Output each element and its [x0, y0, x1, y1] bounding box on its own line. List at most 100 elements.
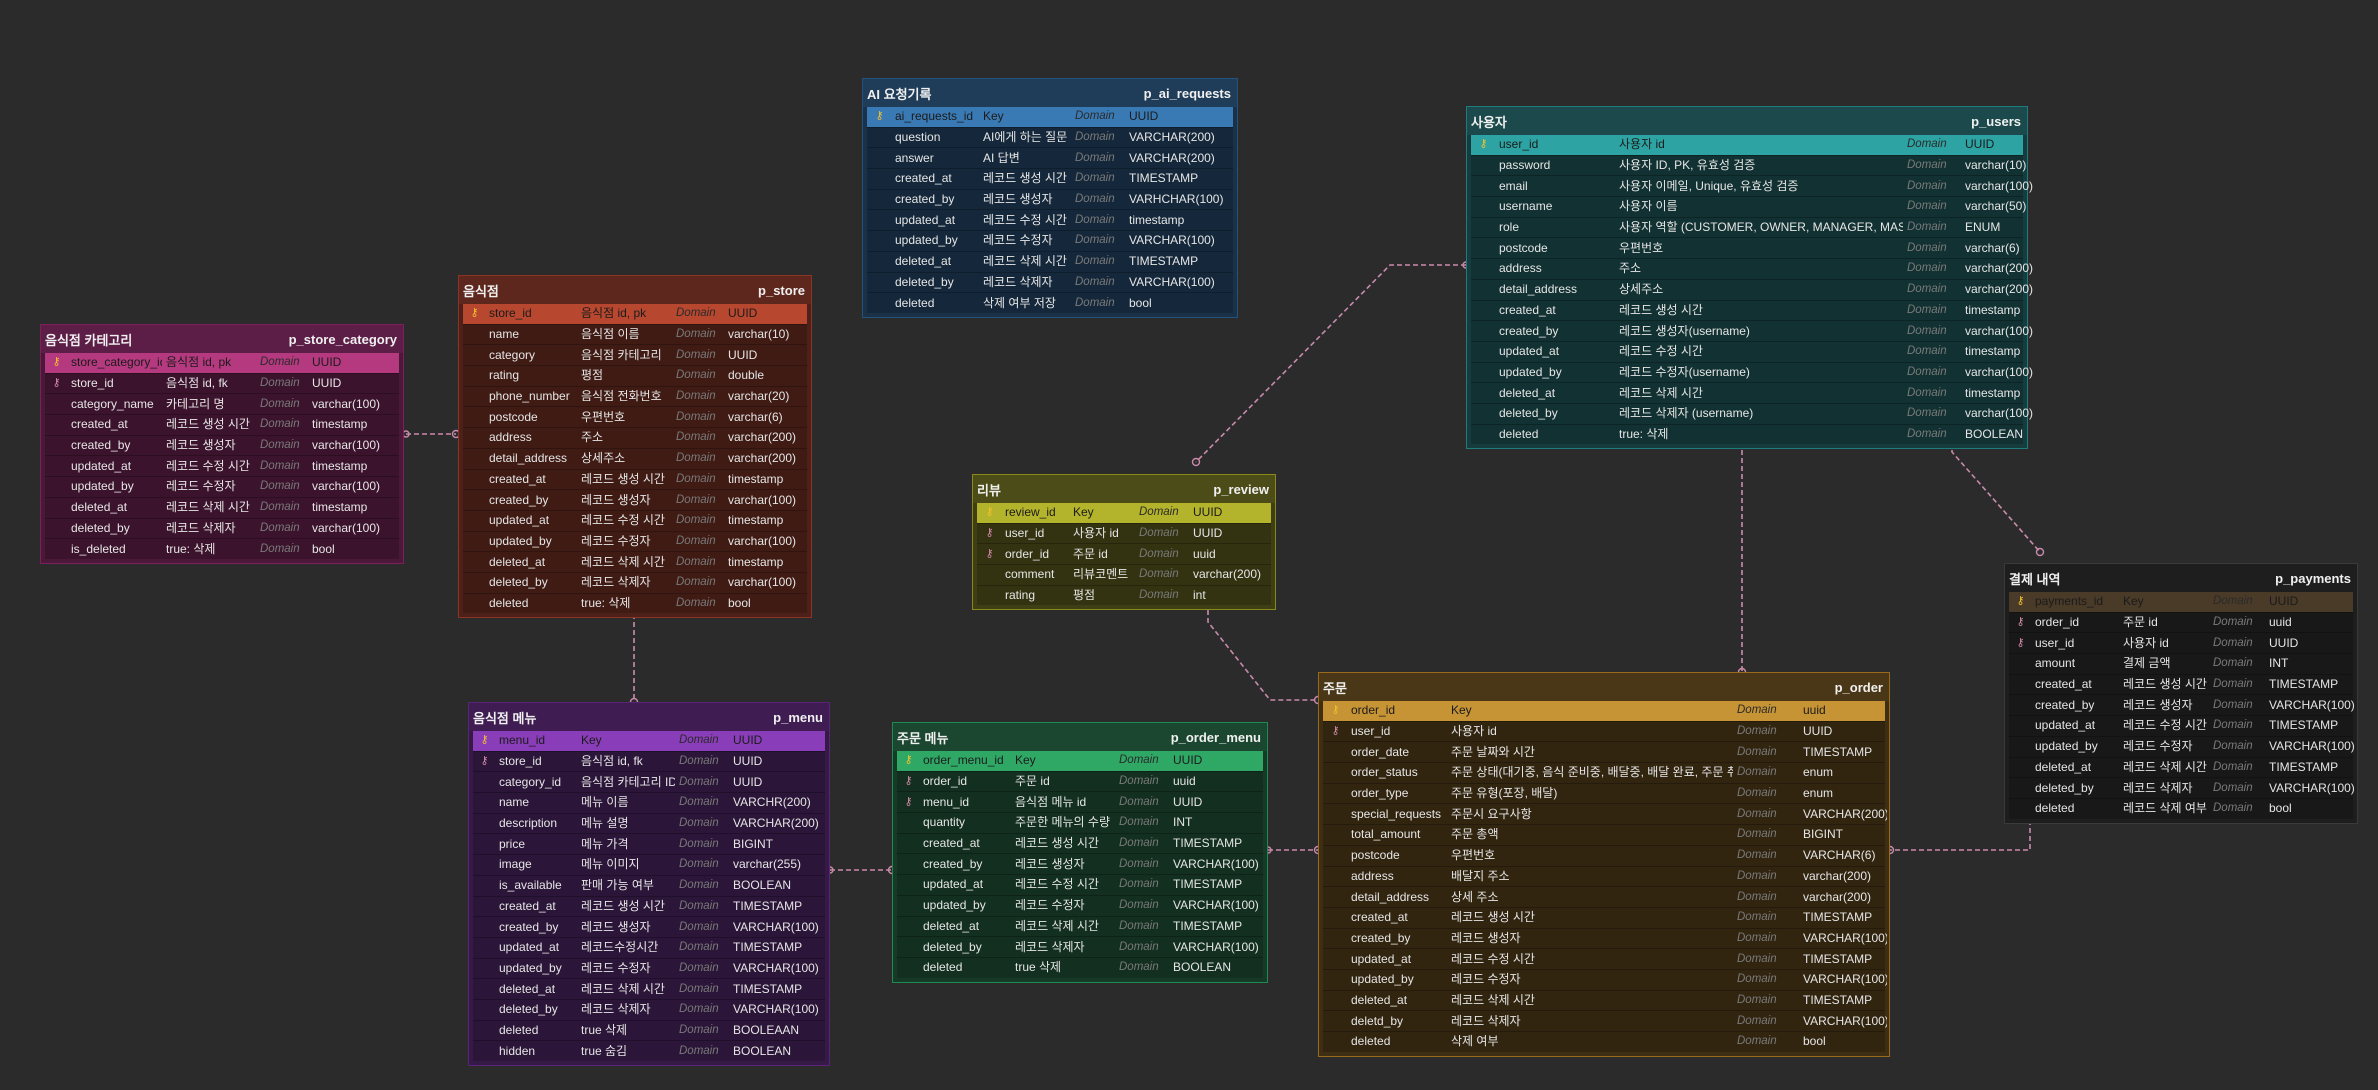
relationship-p-users-to-p-payments[interactable] — [1948, 430, 2045, 557]
relationship-p-review-to-p-order[interactable] — [1204, 598, 1323, 705]
relationship-p-menu-to-p-order-menu[interactable] — [826, 865, 897, 875]
relationship-p-order-menu-to-p-order[interactable] — [1264, 845, 1323, 855]
relationship-p-users-to-p-order[interactable] — [1737, 430, 1747, 677]
